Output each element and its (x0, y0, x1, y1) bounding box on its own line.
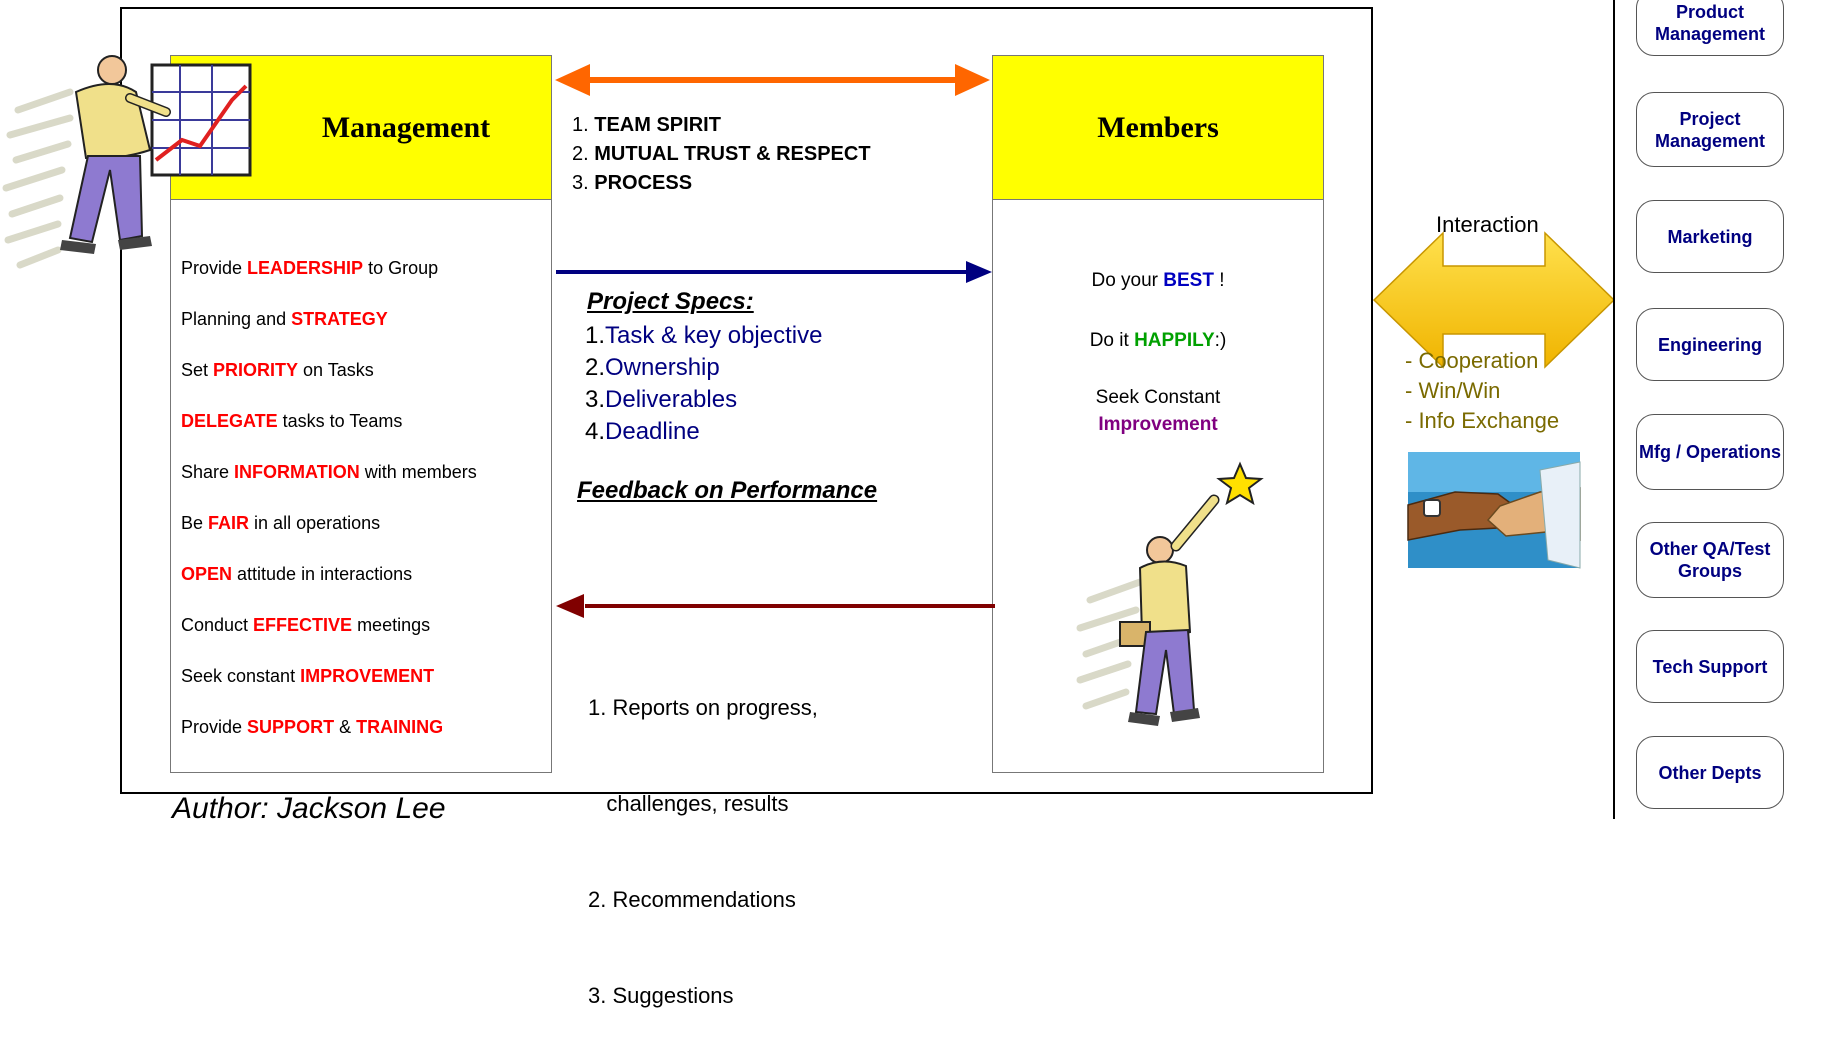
duty-5: Share INFORMATION with members (181, 462, 477, 482)
interaction-label: Interaction (1436, 212, 1539, 237)
spec-item: 2.Ownership (585, 354, 720, 381)
dept-other-depts[interactable]: Other Depts (1636, 736, 1784, 809)
duty-9: Seek constant IMPROVEMENT (181, 666, 435, 686)
maroon-arrow-left (556, 594, 995, 618)
duty-2: Planning and STRATEGY (181, 309, 388, 329)
dept-other-qa-test[interactable]: Other QA/Test Groups (1636, 522, 1784, 598)
report-item: 1. Reports on progress, (588, 695, 818, 720)
dept-product-management[interactable]: Product Management (1636, 0, 1784, 56)
dept-mfg-operations[interactable]: Mfg / Operations (1636, 414, 1784, 490)
benefit-item: - Info Exchange (1405, 408, 1560, 433)
handshake-clipart (1407, 452, 1581, 569)
duty-7: OPEN attitude in interactions (181, 564, 413, 584)
do-your-best: Do your BEST ! (1091, 270, 1225, 291)
spec-item: 4.Deadline (585, 418, 700, 445)
dept-marketing[interactable]: Marketing (1636, 200, 1784, 273)
star-reacher-clipart (1076, 461, 1264, 726)
do-it-happily: Do it HAPPILY:) (1089, 330, 1227, 351)
departments-divider (1613, 0, 1615, 819)
reports-list: 1. Reports on progress, challenges, resu… (588, 628, 818, 1044)
spec-item: 3.Deliverables (585, 386, 738, 413)
value-item: 1. TEAM SPIRIT (572, 114, 721, 136)
benefit-item: - Cooperation (1405, 348, 1539, 373)
duty-8: Conduct EFFECTIVE meetings (181, 615, 431, 635)
duty-1: Provide LEADERSHIP to Group (181, 258, 439, 278)
shared-values-list: 1. TEAM SPIRIT 2. MUTUAL TRUST & RESPECT… (572, 111, 871, 198)
spec-item: 1.Task & key objective (585, 322, 823, 349)
dept-engineering[interactable]: Engineering (1636, 308, 1784, 381)
duty-4: DELEGATE tasks to Teams (181, 411, 403, 431)
presenter-clipart (2, 55, 252, 269)
duty-3: Set PRIORITY on Tasks (181, 360, 374, 380)
navy-arrow-right (556, 261, 992, 283)
duty-10: Provide SUPPORT & TRAINING (181, 717, 444, 737)
members-title: Members (1097, 110, 1219, 144)
interaction-double-arrow (1372, 231, 1616, 369)
duty-6: Be FAIR in all operations (181, 513, 381, 533)
arrows-layer (2, 55, 1616, 726)
author-label: Author: Jackson Lee (172, 792, 446, 825)
value-item: 3. PROCESS (572, 172, 693, 194)
report-item: 3. Suggestions (588, 983, 734, 1008)
project-specs-heading: Project Specs: (587, 288, 754, 315)
management-title: Management (321, 110, 491, 144)
members-header: Members (993, 56, 1323, 200)
seek-constant: Seek Constant (1095, 387, 1221, 408)
report-item: challenges, results (588, 791, 789, 816)
feedback-heading: Feedback on Performance (577, 477, 878, 504)
dept-tech-support[interactable]: Tech Support (1636, 630, 1784, 703)
benefit-item: - Win/Win (1405, 378, 1501, 403)
management-column: Management Provide LEADERSHIP to Group P… (170, 55, 552, 773)
orange-double-arrow (555, 64, 990, 96)
improvement-label: Improvement (1098, 414, 1218, 435)
value-item: 2. MUTUAL TRUST & RESPECT (572, 143, 871, 165)
project-specs-list: 1.Task & key objective 2.Ownership 3.Del… (585, 320, 822, 448)
diagram-frame (120, 7, 1373, 794)
dept-project-management[interactable]: Project Management (1636, 92, 1784, 167)
report-item: 2. Recommendations (588, 887, 796, 912)
